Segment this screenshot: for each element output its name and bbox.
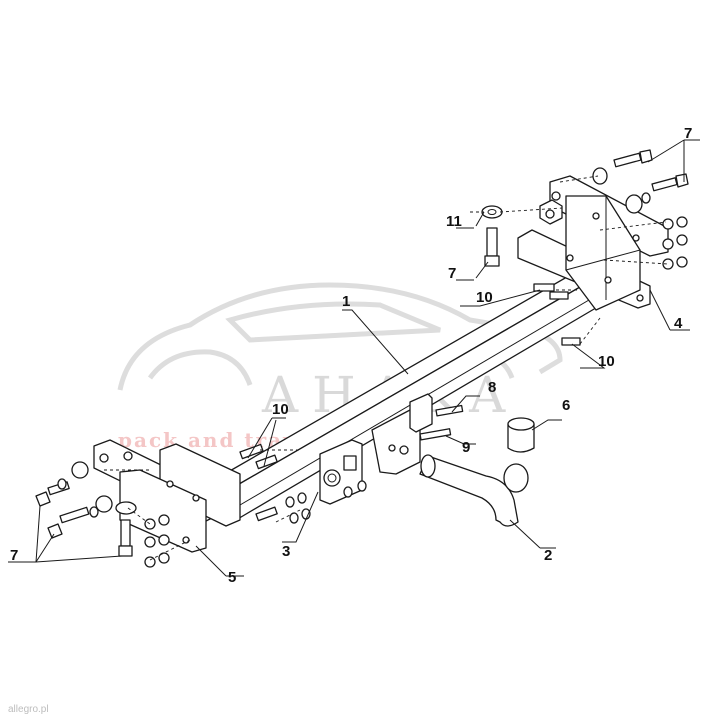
callout-bolts-left: 7 [10,547,18,564]
bolt-10-a [533,283,555,292]
bolt-10-b [549,291,569,300]
callout-bolt-8: 8 [488,379,496,396]
watermark-car-outline [117,282,563,391]
callout-bolt-10-top: 10 [476,289,493,306]
assembly-lines [104,175,669,561]
fasteners [35,149,689,568]
credit-watermark: allegro.pl [8,704,49,715]
bolt-10-c [561,337,581,346]
tow-ball-assembly [419,417,535,527]
left-nuts [144,514,170,568]
washer-11 [481,205,503,219]
right-bracket [517,175,669,311]
callout-bolt-mid: 7 [448,265,456,282]
callout-bolt-9: 9 [462,439,470,456]
callout-bolts-top-right: 7 [684,125,692,142]
callout-bolt-10-right: 10 [598,353,615,370]
bolt-10-f [255,506,278,522]
callout-socket-plate: 3 [282,543,290,560]
bolt-9 [419,428,452,441]
callout-tow-ball: 2 [544,547,552,564]
center-nuts [285,480,367,524]
center-mount [319,393,433,505]
left-bracket [93,439,241,553]
bolt-top-right-2 [625,173,689,214]
bolts-left [35,461,137,557]
callouts: 1 2 3 4 5 6 7 7 7 8 9 10 10 10 11 [10,125,692,586]
callout-ball-cap: 6 [562,397,570,414]
leader-lines [8,139,700,577]
callout-main-beam: 1 [342,293,350,310]
callout-bolt-10-left: 10 [272,401,289,418]
callout-right-bracket: 4 [674,315,683,332]
right-nuts [662,216,688,270]
callout-left-bracket: 5 [228,569,236,586]
bolt-top-right-1 [592,149,653,185]
callout-washer-11: 11 [446,213,462,230]
bolt-10-e [255,454,278,470]
tow-ball-neck [419,455,519,527]
bolt-mid-vertical [484,227,500,267]
